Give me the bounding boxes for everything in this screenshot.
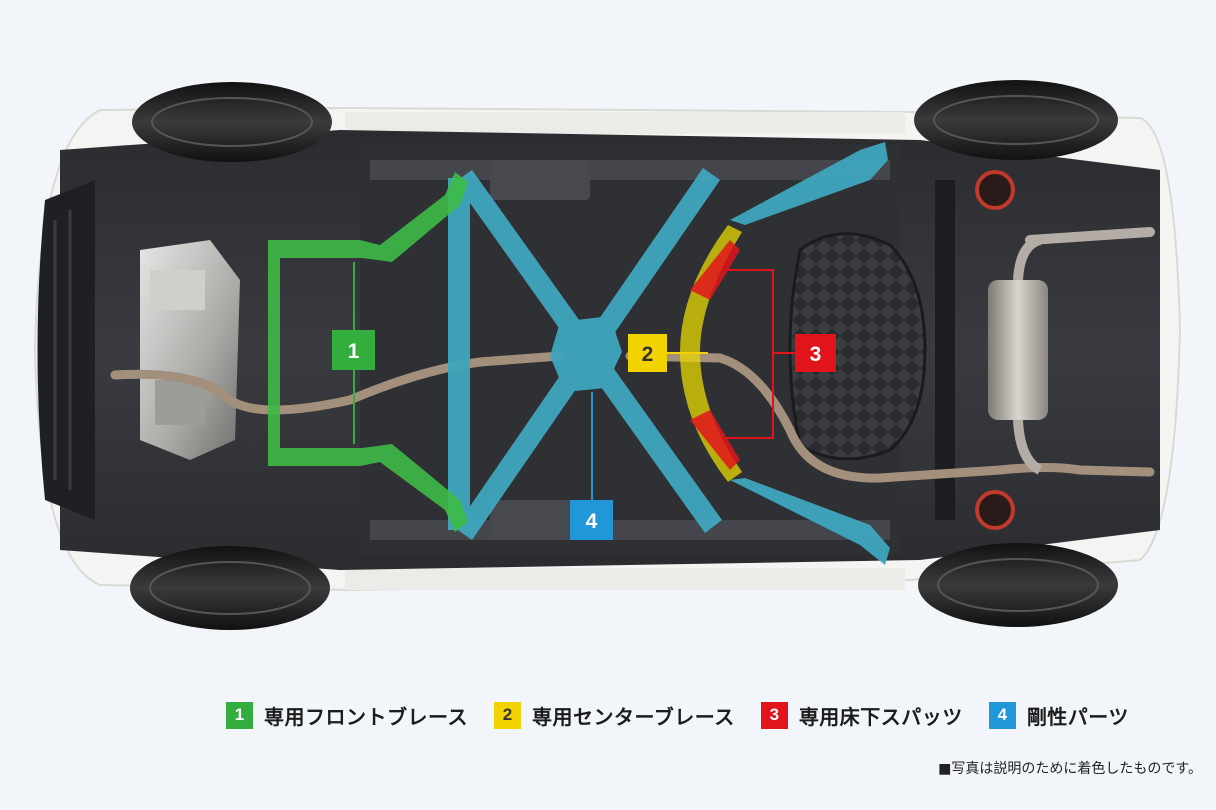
callout-1: 1 xyxy=(332,330,375,370)
callout-2-label: 2 xyxy=(642,343,654,366)
tire-front-top xyxy=(132,82,332,162)
legend-item-rigidity-parts: 4 剛性パーツ xyxy=(988,701,1129,730)
rigidity-parts xyxy=(448,142,890,565)
underfloor-spats xyxy=(690,240,740,470)
rear-springs xyxy=(975,170,1015,530)
callout-2: 2 xyxy=(628,334,667,372)
legend-item-underfloor-spats: 3 専用床下スパッツ xyxy=(760,701,963,730)
legend-label-2: 専用センターブレース xyxy=(532,704,735,729)
callout-leaders xyxy=(353,262,795,500)
callout-1-label: 1 xyxy=(348,340,360,363)
legend-badge-4: 4 xyxy=(988,701,1016,729)
callout-3: 3 xyxy=(795,334,836,372)
exhaust-system xyxy=(110,227,1155,483)
front-brace xyxy=(268,172,468,532)
legend-label-4: 剛性パーツ xyxy=(1026,704,1129,729)
callout-4: 4 xyxy=(570,500,613,540)
underbody-illustration: 1 2 3 4 xyxy=(33,80,1182,630)
legend-badge-3: 3 xyxy=(760,701,788,729)
photo-note: ■写真は説明のために着色したものです。 xyxy=(938,761,1202,777)
callout-3-label: 3 xyxy=(810,343,822,366)
fuel-tank xyxy=(788,232,927,461)
tire-front-bottom xyxy=(130,546,330,630)
callout-4-label: 4 xyxy=(586,510,598,533)
legend-item-center-brace: 2 専用センターブレース xyxy=(494,701,735,730)
legend-label-1: 専用フロントブレース xyxy=(264,704,468,729)
engine-transmission xyxy=(140,240,240,460)
legend-label-3: 専用床下スパッツ xyxy=(798,704,963,729)
vehicle-underbody-diagram: 1 2 3 4 xyxy=(33,80,1182,630)
legend-item-front-brace: 1 専用フロントブレース xyxy=(226,701,468,730)
front-bumper xyxy=(37,180,95,520)
tire-rear-bottom xyxy=(918,543,1118,627)
tire-rear-top xyxy=(914,80,1118,160)
legend-badge-2: 2 xyxy=(494,701,521,729)
parts-legend: 1 専用フロントブレース 2 専用センターブレース 3 専用床下スパッツ 4 剛… xyxy=(226,700,1129,730)
legend-badge-1: 1 xyxy=(226,701,253,729)
